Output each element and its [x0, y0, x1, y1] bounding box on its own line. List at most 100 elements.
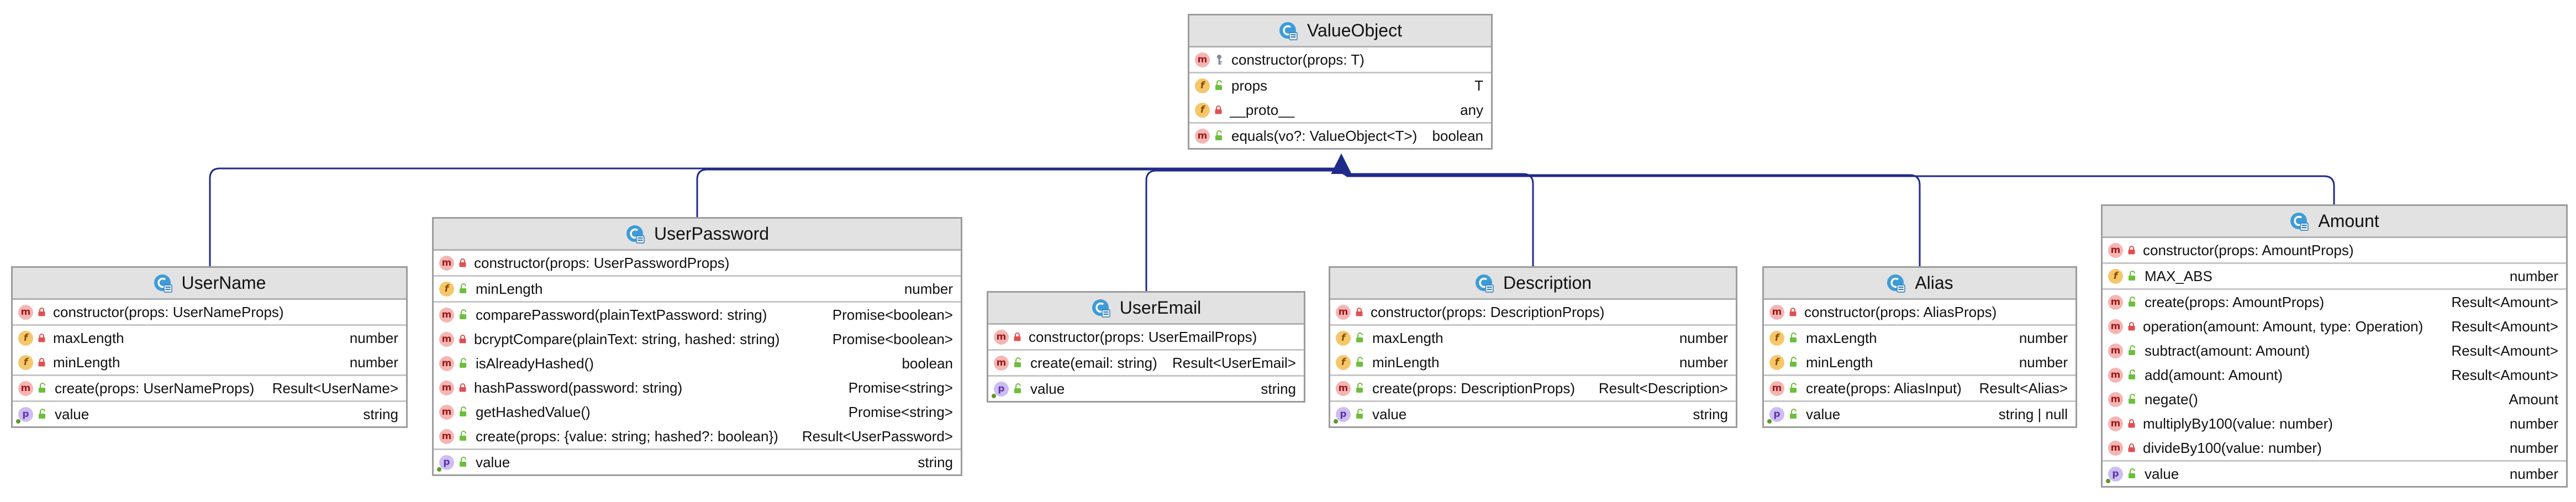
public-unlocked-icon: [2129, 369, 2135, 379]
class-header[interactable]: UserPassword: [434, 219, 961, 251]
class-header[interactable]: ValueObject: [1189, 15, 1491, 47]
class-icon: [1887, 274, 1906, 293]
class-header[interactable]: UserEmail: [988, 293, 1304, 325]
member-row[interactable]: f__proto__any: [1189, 98, 1491, 122]
public-unlocked-icon: [1790, 357, 1797, 367]
class-name: Description: [1503, 273, 1592, 293]
public-unlocked-icon: [1356, 409, 1363, 419]
class-header[interactable]: Description: [1330, 268, 1736, 300]
class-header[interactable]: Alias: [1764, 268, 2075, 300]
class-name: UserPassword: [654, 224, 770, 244]
member-type: string | null: [1998, 405, 2068, 422]
method-icon: m: [2108, 392, 2123, 407]
inheritance-edge-description: [1343, 173, 1534, 266]
private-lock-icon: [2128, 419, 2135, 428]
public-unlocked-icon: [39, 383, 45, 393]
property-icon: p: [992, 381, 1009, 398]
public-unlocked-icon: [460, 431, 466, 441]
class-header[interactable]: UserName: [13, 268, 406, 300]
private-lock-icon: [459, 335, 466, 344]
public-unlocked-icon: [1215, 80, 1222, 90]
member-signature: props: [1231, 77, 1268, 94]
member-type: number: [349, 329, 398, 346]
public-unlocked-icon: [1790, 332, 1797, 342]
member-signature: maxLength: [1372, 329, 1444, 346]
member-type: Result<UserName>: [272, 379, 398, 397]
member-signature: negate(): [2145, 390, 2198, 408]
class-header[interactable]: Amount: [2103, 206, 2566, 238]
public-unlocked-icon: [460, 406, 466, 416]
class-name: Amount: [2318, 211, 2379, 231]
method-icon: m: [439, 380, 454, 395]
member-type: Result<UserEmail>: [1172, 354, 1296, 371]
member-signature: bcryptCompare(plainText: string, hashed:…: [474, 330, 780, 347]
class-name: ValueObject: [1307, 20, 1402, 40]
class-icon: [1475, 274, 1494, 293]
method-icon: m: [2108, 343, 2123, 358]
member-signature: multiplyBy100(value: number): [2143, 415, 2333, 432]
member-type: number: [2019, 329, 2068, 346]
inheritance-edge-userpassword: [696, 168, 1338, 217]
member-type: Promise<string>: [848, 379, 953, 396]
field-icon: f: [1769, 355, 1784, 370]
member-type: boolean: [1432, 127, 1483, 144]
method-icon: m: [439, 356, 454, 371]
member-signature: constructor(props: AmountProps): [2143, 241, 2354, 258]
member-signature: equals(vo?: ValueObject<T>): [1231, 127, 1418, 144]
member-signature: minLength: [53, 353, 120, 371]
